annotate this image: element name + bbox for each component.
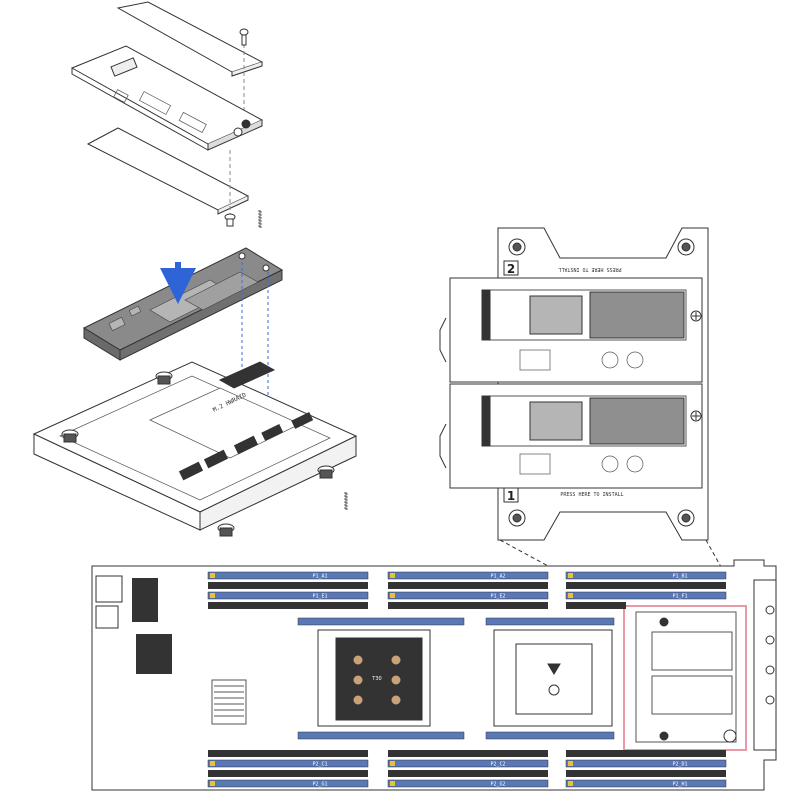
svg-text:P2_C2: P2_C2 (490, 762, 505, 768)
screw-icon (224, 213, 236, 227)
svg-text:P2_G1: P2_G1 (312, 782, 327, 788)
ref-number-top: ###### (258, 210, 264, 228)
dimm-bank-bottom-left (207, 731, 465, 788)
raid-controller-card (82, 247, 284, 361)
dimm-slots-bottom (207, 731, 727, 788)
rear-panel-connectors (753, 579, 777, 751)
raid-controller-assembly (32, 247, 358, 537)
svg-text:P2_D1: P2_D1 (672, 762, 687, 768)
m2-ssd-in-slot-1 (481, 395, 702, 447)
dimm-label-row-1: P1_A1 P1_A2 P1_B1 (312, 574, 687, 580)
cpu-socket-1 (317, 629, 431, 727)
dimm-slots-top (207, 571, 727, 626)
svg-text:P1_B1: P1_B1 (672, 574, 687, 580)
detail-view-controller (439, 227, 709, 541)
screw-icon (508, 238, 695, 527)
m2-ssd-in-slot-2 (481, 289, 702, 341)
exploded-view-top (70, 1, 264, 227)
dimm-label-row-bottom-4: P2_G1 P2_G2 P2_H1 (312, 782, 687, 788)
cpu-marking: T30 (371, 676, 381, 682)
press-here-label-top: PRESS HERE TO INSTALL (558, 266, 621, 272)
svg-text:P1_E2: P1_E2 (490, 594, 505, 600)
svg-text:P2_C1: P2_C1 (312, 762, 327, 768)
slot-number-1: 1 (507, 489, 515, 503)
screw-icon (61, 371, 335, 537)
dimm-bank-bottom-middle (387, 731, 615, 788)
ref-number-bottom: ###### (344, 492, 350, 510)
dimm-bank-bottom-right (565, 750, 727, 788)
carrier-tray (32, 361, 358, 537)
m2-controller-on-board (635, 611, 737, 743)
cpu-socket-2 (493, 629, 613, 727)
screw-icon (239, 28, 249, 124)
dimm-bank-top-right (565, 571, 727, 609)
svg-text:P1_A2: P1_A2 (490, 574, 505, 580)
dimm-label-row-bottom-2: P2_C1 P2_C2 P2_D1 (312, 762, 687, 768)
slot-number-2: 2 (507, 262, 515, 276)
svg-text:P1_F1: P1_F1 (672, 594, 687, 600)
motherboard (91, 559, 777, 791)
dimm-bank-top-middle (387, 571, 615, 626)
svg-text:P2_H1: P2_H1 (672, 782, 687, 788)
svg-text:P1_A1: P1_A1 (312, 574, 327, 580)
dimm-label-row-3: P1_E1 P1_E2 P1_F1 (312, 594, 687, 600)
dimm-bank-top-left (207, 571, 465, 626)
m2-ssd-card (70, 45, 264, 151)
svg-text:P2_G2: P2_G2 (490, 782, 505, 788)
heatsink-fins (211, 679, 247, 725)
svg-text:P1_E1: P1_E1 (312, 594, 327, 600)
press-here-label-bottom: PRESS HERE TO INSTALL (560, 492, 623, 498)
